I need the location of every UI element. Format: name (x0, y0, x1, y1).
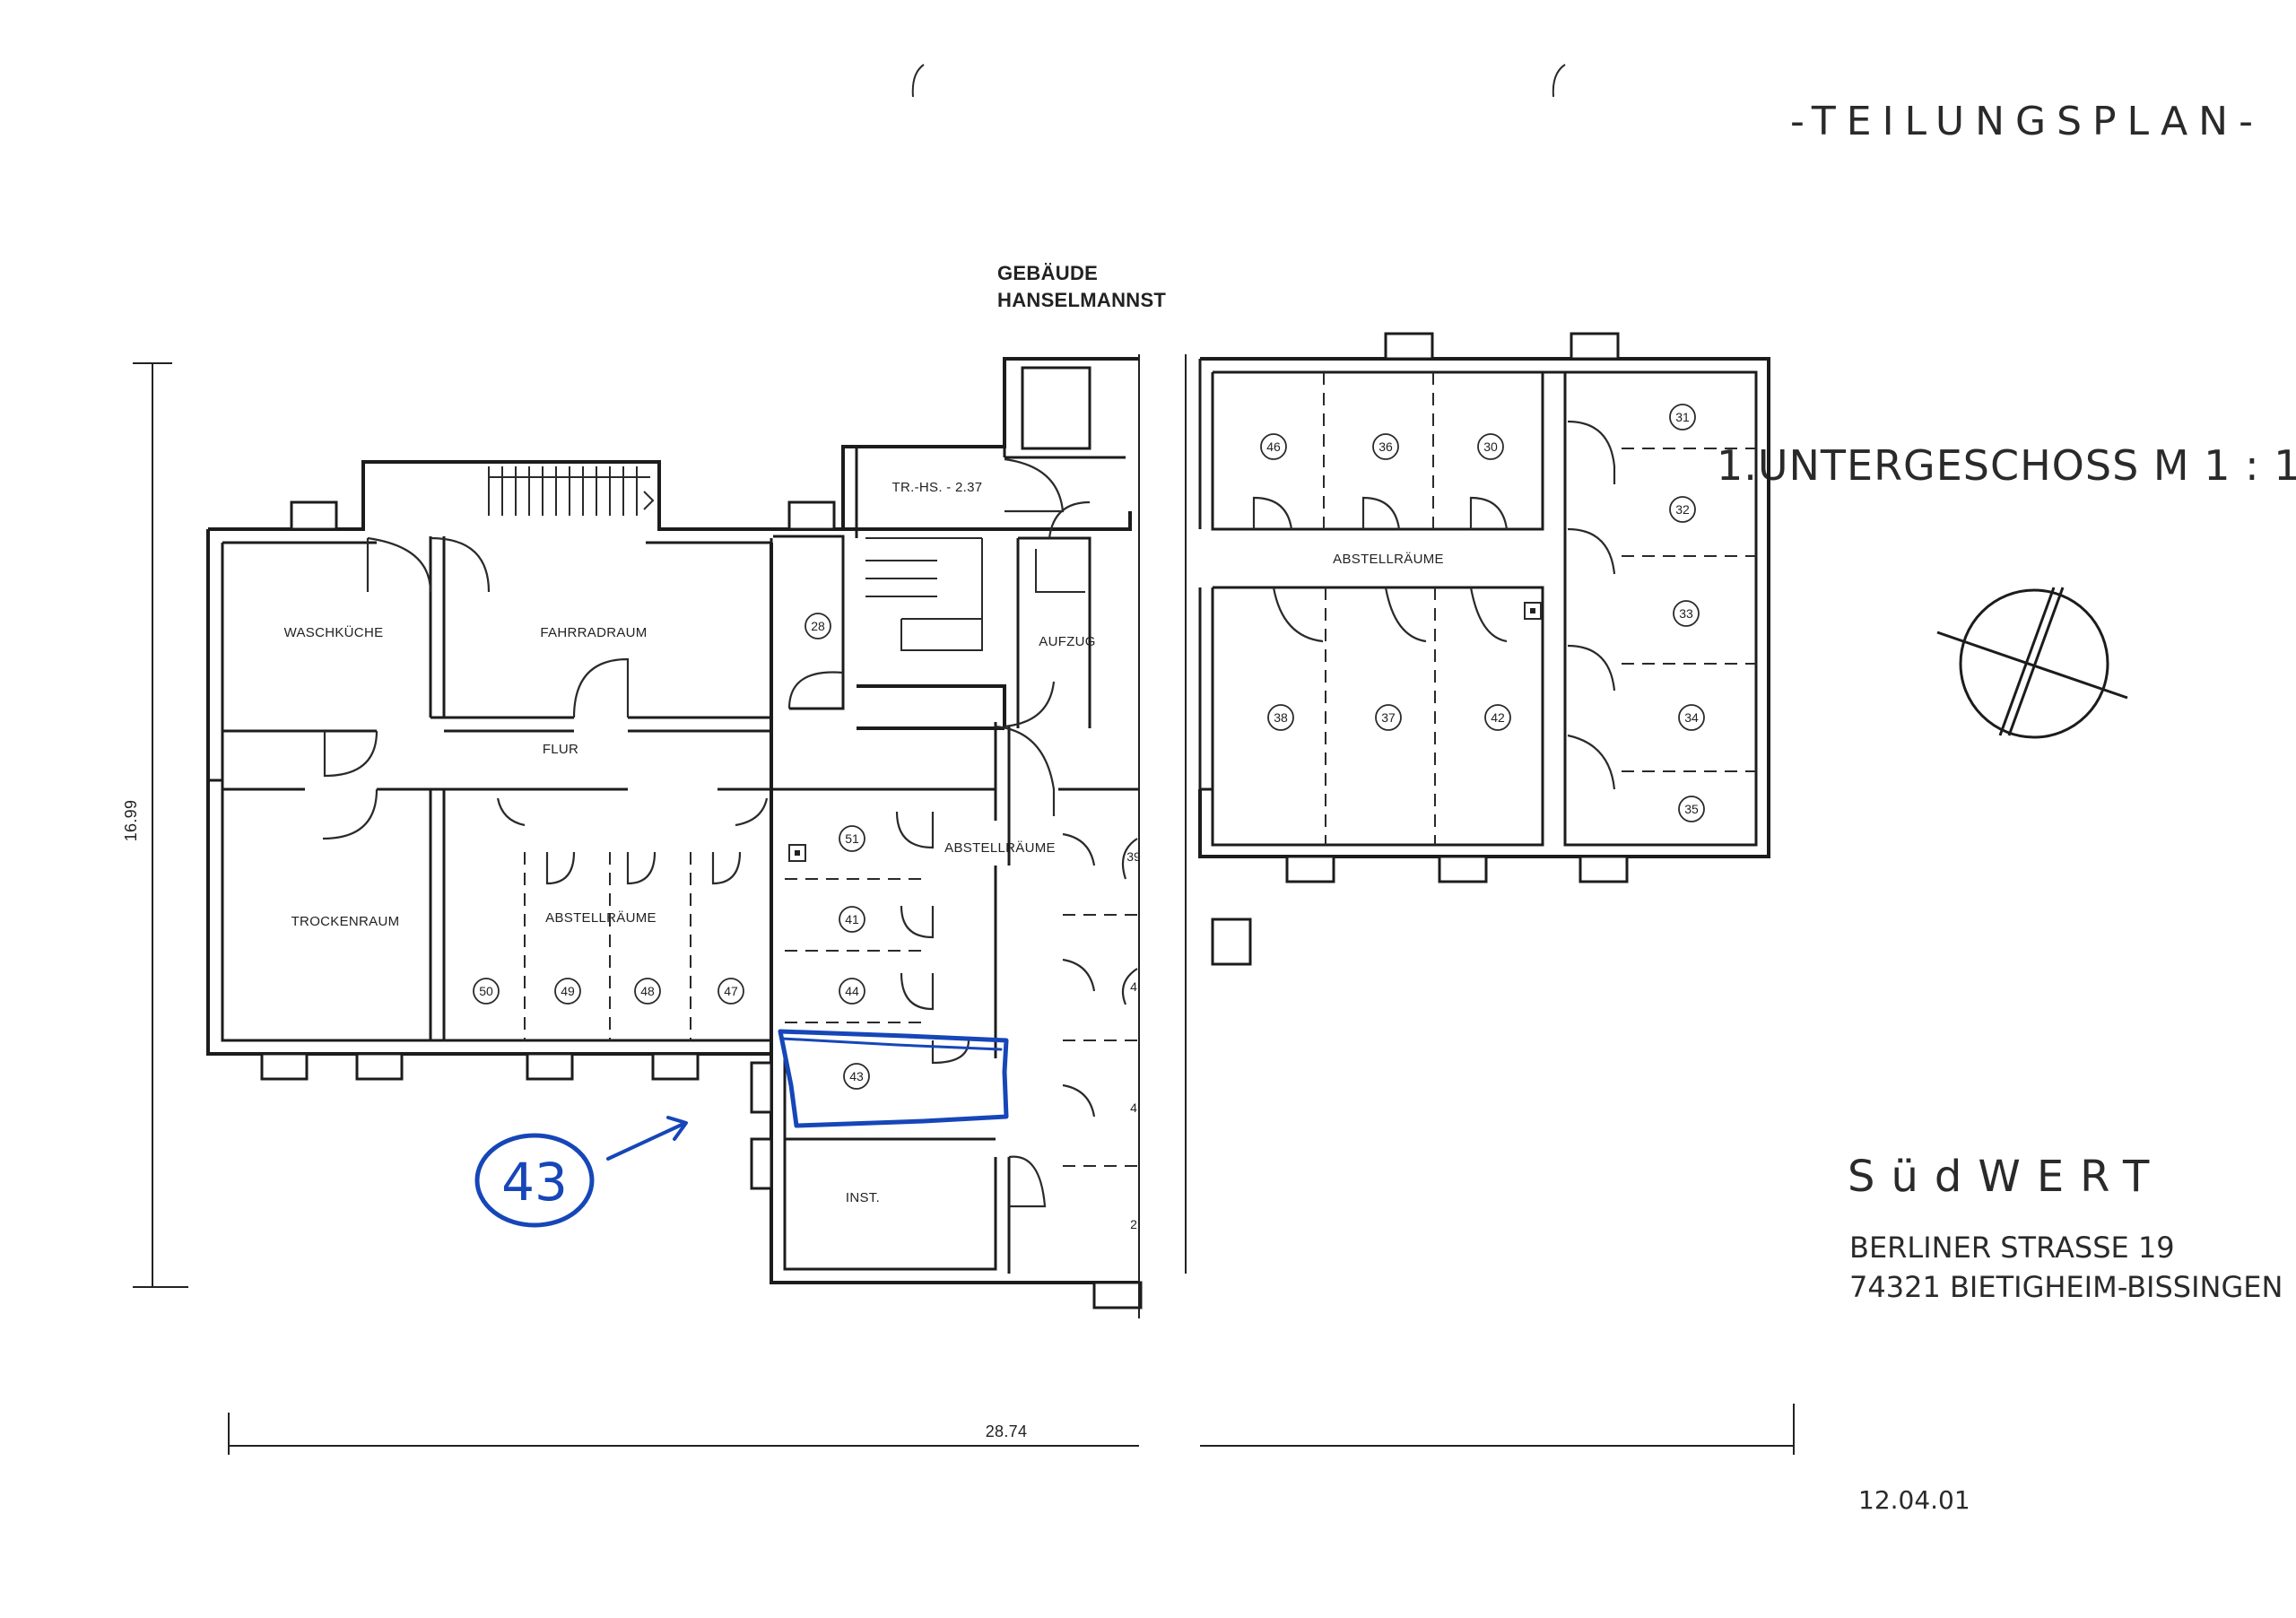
room-label-inst: INST. (846, 1190, 880, 1205)
company-street: BERLINER STRASSE 19 (1849, 1231, 2175, 1265)
unit-number: 51 (845, 831, 859, 846)
unit-number: 2 (1130, 1217, 1137, 1231)
punch-hole-mark (1552, 64, 1566, 98)
room-label-treppenhaus: TR.-HS. - 2.37 (892, 480, 983, 495)
unit-number: 37 (1381, 710, 1396, 725)
company-city: 74321 BIETIGHEIM-BISSINGEN (1849, 1270, 2283, 1304)
central-block (770, 357, 1139, 1284)
storage-cells-left: 50 49 48 47 (473, 797, 769, 1040)
unit-number: 47 (724, 984, 738, 998)
annotation-arrow-icon (606, 1116, 688, 1161)
unit-number: 42 (1491, 710, 1505, 725)
highlight-unit-43 (778, 1029, 1009, 1128)
room-label-abstellraeume: ABSTELLRÄUME (545, 910, 657, 926)
storage-cells-central: 51 41 44 43 (839, 825, 870, 1090)
unit-number: 38 (1274, 710, 1288, 725)
unit-number: 43 (849, 1069, 864, 1083)
dimension-height: 16.99 (122, 362, 188, 1288)
unit-number: 4 (1130, 1100, 1137, 1115)
room-label-abstellraeume: ABSTELLRÄUME (944, 840, 1056, 856)
company-name: SüdWERT (1848, 1152, 2165, 1202)
unit-number: 36 (1378, 439, 1393, 454)
window (750, 366, 1143, 1309)
unit-number: 48 (640, 984, 655, 998)
unit-number: 32 (1675, 502, 1690, 517)
north-arrow-icon (1936, 587, 2128, 739)
plan-title: -TEILUNGSPLAN- (1790, 99, 2264, 144)
unit-number: 50 (479, 984, 493, 998)
unit-number: 46 (1266, 439, 1281, 454)
dimension-width: 28.74 (228, 1404, 1795, 1455)
room-label-trockenraum: TROCKENRAUM (291, 914, 400, 929)
unit-number: 39 (1126, 849, 1141, 864)
unit-number: 49 (561, 984, 575, 998)
window (1211, 332, 1629, 966)
window (260, 500, 836, 1081)
room-label-waschkueche: WASCHKÜCHE (284, 624, 384, 640)
unit-number: 44 (845, 984, 859, 998)
annotation-circle-43: 43 (474, 1133, 595, 1228)
room-label-flur: FLUR (543, 742, 578, 757)
svg-text:28.74: 28.74 (986, 1422, 1028, 1440)
unit-number: 28 (811, 619, 825, 633)
room-label-abstellraeume: ABSTELLRÄUME (1333, 552, 1444, 567)
building-label: HANSELMANNST (997, 289, 1166, 311)
storage-cells-strip: 39 4 4 2 (1058, 787, 1141, 1231)
unit-number: 33 (1679, 606, 1693, 621)
unit-number: 41 (845, 912, 859, 926)
storage-cells-right: 46 36 30 38 37 42 31 32 33 34 35 (1260, 404, 1705, 822)
floor-scale-label: 1.UNTERGESCHOSS M 1 : 100 (1717, 441, 2296, 490)
room-label-aufzug: AUFZUG (1039, 634, 1095, 649)
svg-text:16.99: 16.99 (122, 800, 140, 842)
punch-hole-mark (911, 64, 925, 98)
building-label: GEBÄUDE (997, 262, 1098, 284)
unit-number: 31 (1675, 410, 1690, 424)
unit-number: 35 (1684, 802, 1699, 816)
unit-number: 30 (1483, 439, 1498, 454)
room-label-fahrradraum: FAHRRADRAUM (540, 625, 647, 640)
plan-date: 12.04.01 (1858, 1485, 1970, 1515)
unit-number: 34 (1684, 710, 1699, 725)
unit-number: 4 (1130, 979, 1137, 994)
left-building: 28 (206, 460, 1132, 1056)
annotation-number: 43 (501, 1152, 568, 1213)
